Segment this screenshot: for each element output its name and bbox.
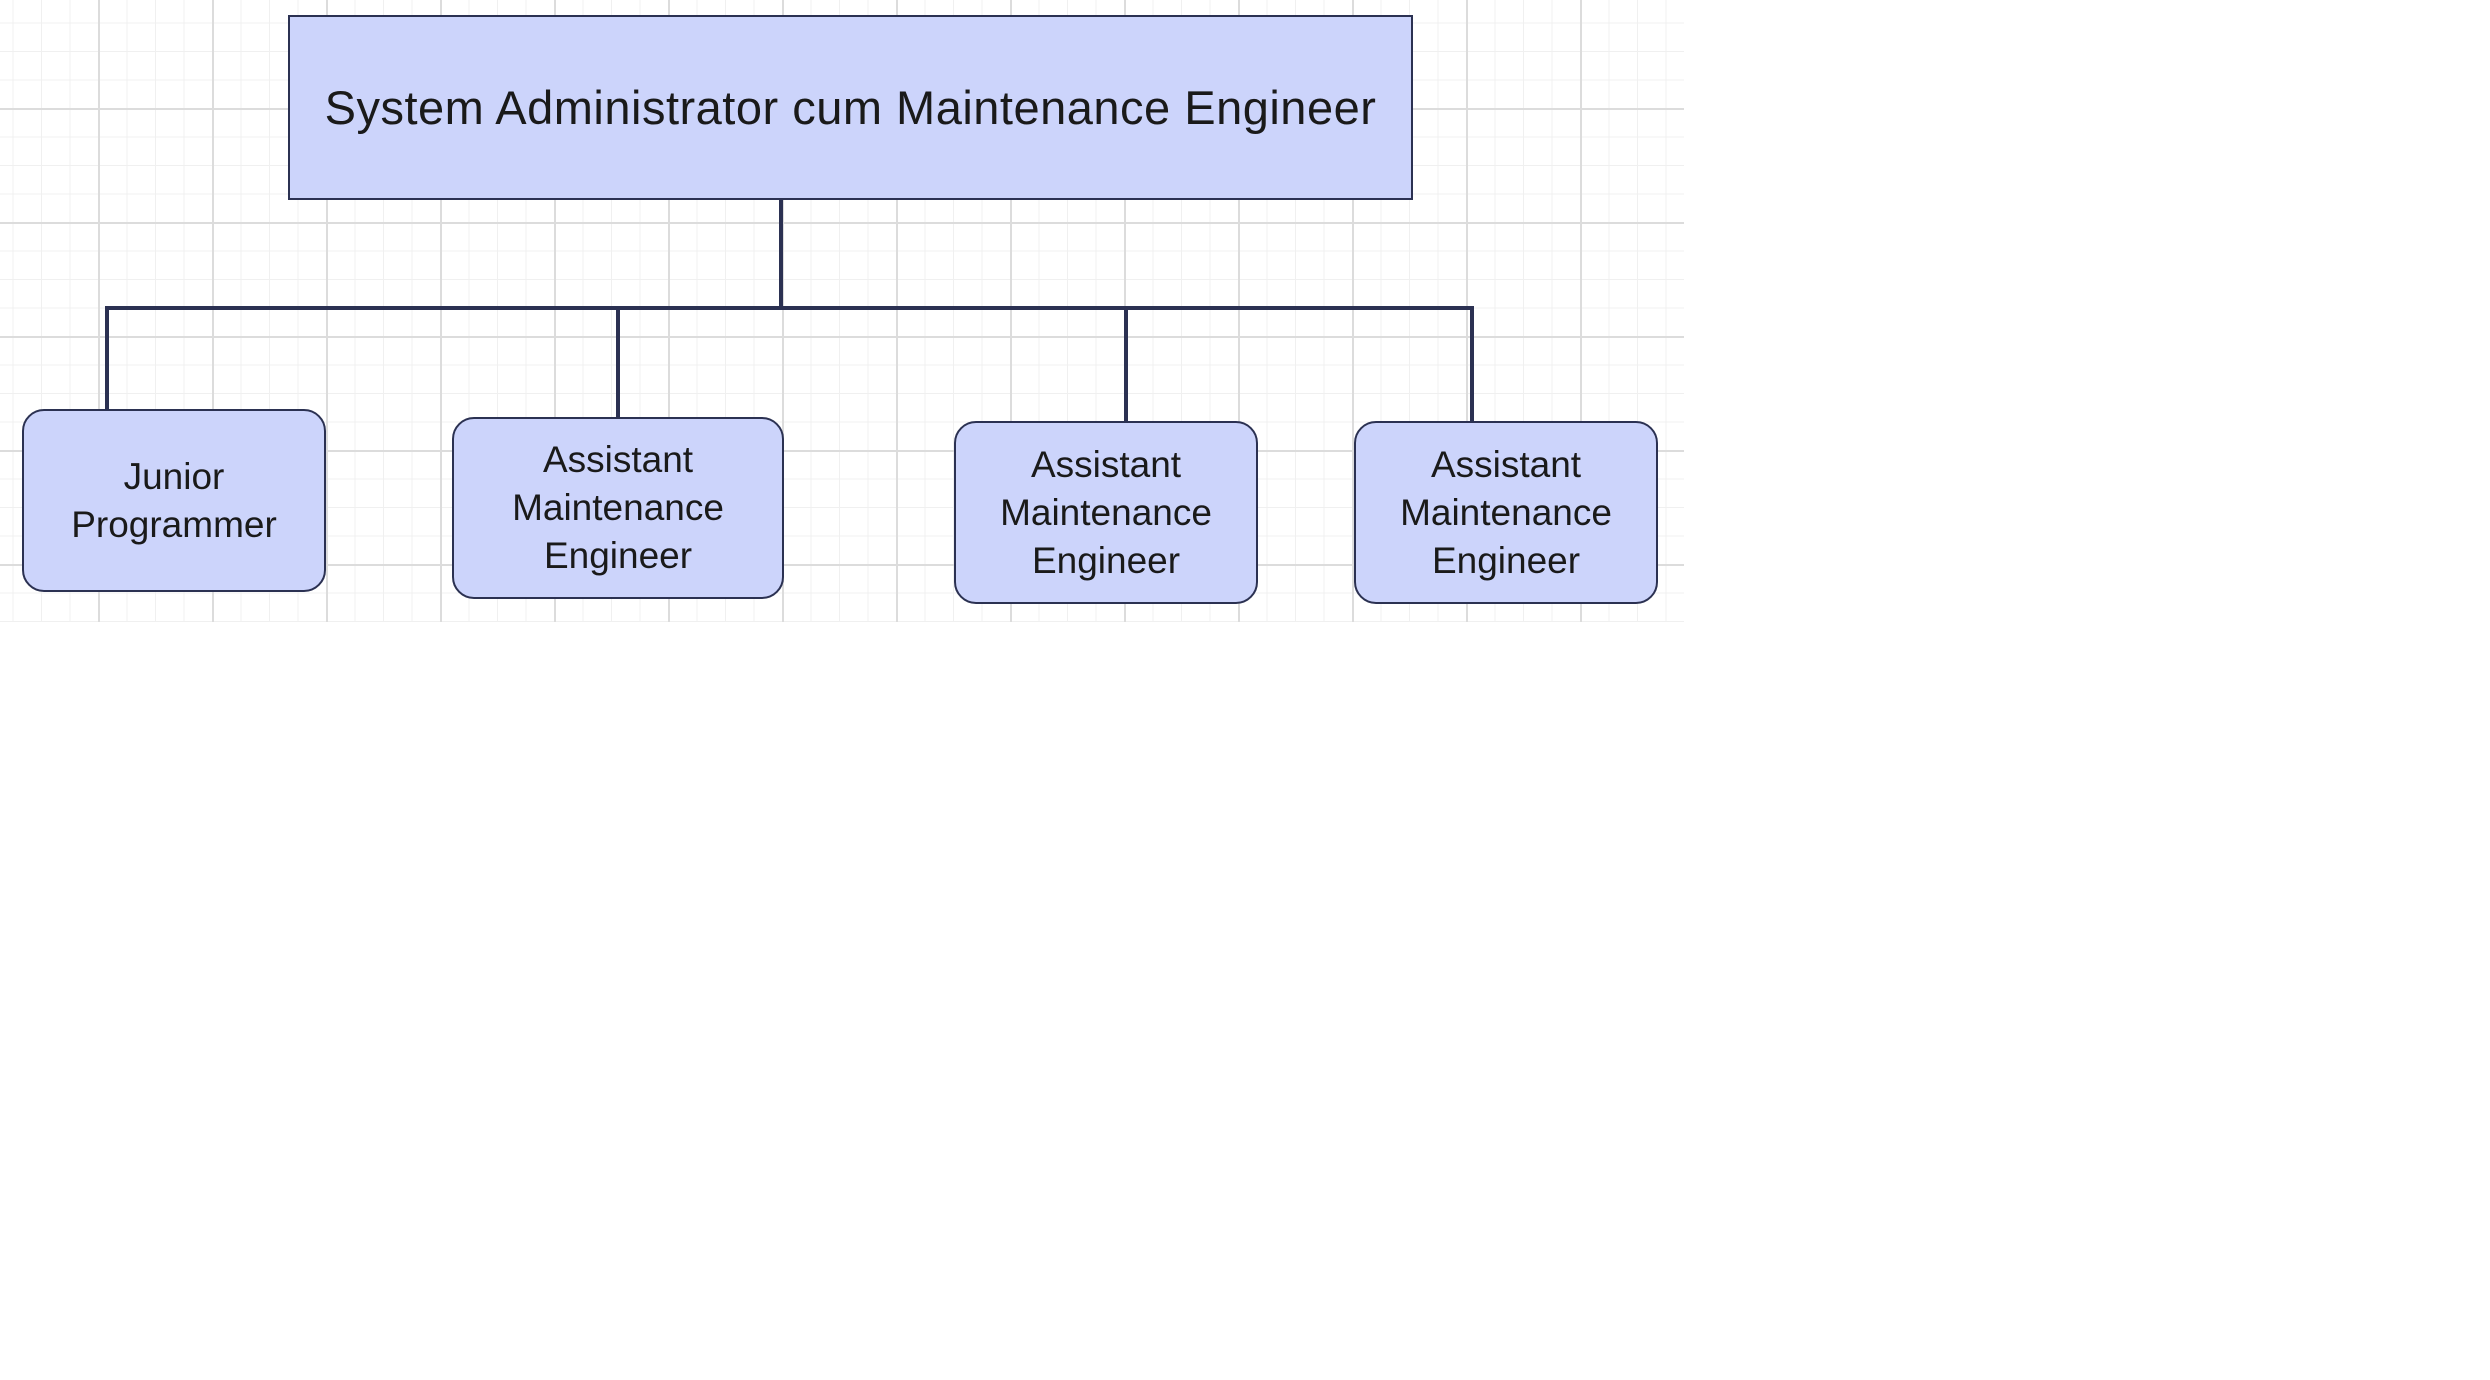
node-junior-programmer[interactable]: Junior Programmer <box>22 409 326 592</box>
node-label: Assistant Maintenance Engineer <box>1000 443 1212 581</box>
node-system-administrator[interactable]: System Administrator cum Maintenance Eng… <box>288 15 1413 200</box>
node-label: Assistant Maintenance Engineer <box>512 439 724 576</box>
node-assistant-maintenance-engineer-1[interactable]: Assistant Maintenance Engineer <box>452 417 784 599</box>
node-assistant-maintenance-engineer-2[interactable]: Assistant Maintenance Engineer <box>954 421 1258 604</box>
node-assistant-maintenance-engineer-3[interactable]: Assistant Maintenance Engineer <box>1354 421 1658 604</box>
node-label: Assistant Maintenance Engineer <box>1400 443 1612 581</box>
node-label: System Administrator cum Maintenance Eng… <box>324 81 1377 134</box>
node-label: Junior Programmer <box>71 455 277 545</box>
